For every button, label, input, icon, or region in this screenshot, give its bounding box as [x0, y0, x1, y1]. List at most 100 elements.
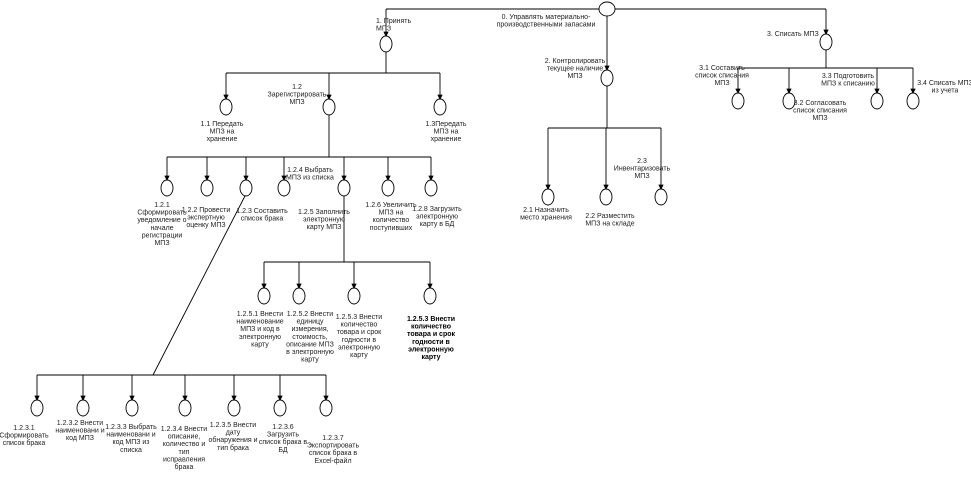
- label-line: карту: [301, 357, 319, 364]
- node-n3_3: [870, 92, 884, 110]
- label-line: исправления: [163, 456, 205, 463]
- node-n3_4: [906, 92, 920, 110]
- label-line: список списания: [695, 73, 749, 80]
- label-line: описание МПЗ: [286, 341, 334, 348]
- label-line: Инвентаризовать: [614, 166, 671, 173]
- label-line: дату: [226, 430, 241, 437]
- node-n1_2_3_6: [273, 399, 287, 417]
- node-n3_1: [731, 92, 745, 110]
- label-line: электронную: [239, 334, 281, 341]
- label-line: товара и срок: [337, 329, 382, 336]
- label-line: БД: [278, 447, 288, 454]
- label-line: 1.2.3.5 Внести: [210, 422, 256, 429]
- label-line: МПЗ на: [210, 129, 235, 136]
- label-line: карту в БД: [420, 221, 455, 228]
- label-line: 1.2.5.3 Внести: [336, 314, 382, 321]
- label-line: 1.2.3.7: [322, 435, 344, 442]
- label-line: 0. Управлять материально-: [502, 14, 591, 21]
- tree-edges: [34, 8, 916, 401]
- node-n1_2_3: [239, 179, 253, 197]
- label-line: МПЗ: [376, 26, 391, 33]
- tree-labels: 0. Управлять материально-производственны…: [0, 14, 971, 471]
- label-line: МПЗ: [812, 115, 827, 122]
- label-line: из учета: [932, 88, 959, 95]
- label-line: количество: [411, 324, 451, 331]
- label-line: 1.2.3.3 Выбрать: [105, 423, 157, 431]
- label-line: 1.2.5.1 Внести: [237, 311, 283, 318]
- label-line: наименование: [236, 319, 283, 326]
- label-line: Excel-файл: [314, 457, 351, 465]
- node-n1_3: [433, 98, 447, 116]
- label-line: описание,: [168, 434, 201, 441]
- label-line: производственными запасами: [497, 22, 596, 29]
- label-line: хранение: [207, 136, 238, 143]
- node-n1_2_3_1: [30, 399, 44, 417]
- label-line: 1.2: [292, 84, 302, 91]
- label-line: место хранения: [520, 215, 572, 222]
- label-line: Сформировать: [0, 433, 49, 440]
- node-n2_3: [654, 188, 668, 206]
- label-line: количество и: [163, 441, 206, 448]
- label-line: экспертную: [187, 215, 224, 222]
- node-n3_2: [782, 92, 796, 110]
- node-n1: [379, 35, 393, 53]
- label-line: МПЗ на: [434, 129, 459, 136]
- label-line: электронную: [303, 217, 345, 224]
- node-n3: [819, 33, 833, 51]
- label-line: товара и срок: [407, 331, 456, 338]
- label-line: 1.2.5.2 Внести: [287, 311, 333, 318]
- label-line: МПЗ и код в: [240, 326, 280, 333]
- label-line: поступивших: [370, 225, 413, 232]
- label-line: 1. Принять: [376, 18, 411, 25]
- label-line: 1.2.6 Увеличить: [365, 202, 417, 209]
- label-line: 1.2.8 Загрузить: [412, 206, 462, 213]
- label-line: 1.2.3.6: [272, 424, 294, 431]
- label-line: 1.2.1: [154, 202, 170, 209]
- label-line: годности в: [412, 339, 450, 346]
- node-n1_2_5_2: [292, 287, 306, 305]
- node-n1_2_3_2: [76, 399, 90, 417]
- node-n1_1: [219, 98, 233, 116]
- label-line: 1.1 Передать: [201, 121, 244, 128]
- label-line: 3.3 Подготовить: [822, 73, 875, 80]
- node-n1_2_5_3a: [347, 287, 361, 305]
- label-line: 1.2.5 Заполнить: [298, 209, 350, 216]
- label-line: МПЗ из списка: [286, 175, 334, 182]
- label-line: 3.1 Составить: [699, 65, 745, 72]
- label-line: карту: [350, 352, 368, 359]
- label-line: 3. Списать МПЗ: [767, 31, 819, 38]
- label-line: в электронную: [286, 349, 334, 356]
- label-line: код МПЗ из: [112, 439, 149, 446]
- node-n1_2_3_4: [178, 399, 192, 417]
- label-line: наименовани и: [106, 432, 155, 439]
- node-label-n3: 3. Списать МПЗ: [767, 31, 819, 38]
- label-line: 2. Контролировать: [545, 58, 606, 65]
- label-line: 2.1 Назначить: [523, 207, 569, 214]
- label-line: Зарегистрировать: [268, 92, 327, 99]
- node-n1_2_3_7: [319, 399, 333, 417]
- label-line: 2.3: [637, 158, 647, 165]
- tree-nodes: [30, 1, 920, 417]
- node-n2_2: [599, 188, 613, 206]
- label-line: 3.2 Согласовать: [794, 100, 847, 107]
- label-line: 1.2.3.4 Внести: [161, 426, 207, 433]
- label-line: единицу: [296, 319, 324, 326]
